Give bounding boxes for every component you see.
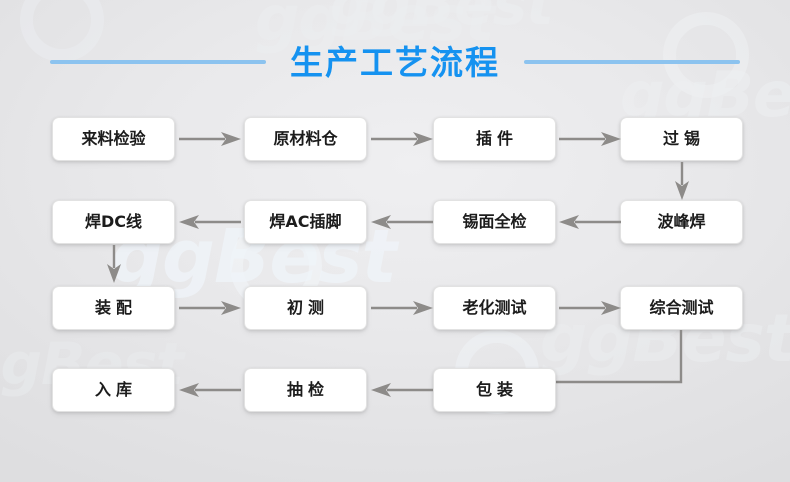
arrow-left-icon bbox=[177, 381, 245, 399]
arrow-down-icon bbox=[673, 161, 691, 201]
flow-node-sampling-inspection[interactable]: 抽检 bbox=[244, 368, 367, 412]
flow-node-label: 焊DC线 bbox=[84, 212, 143, 231]
flow-node-label: 老化测试 bbox=[462, 298, 527, 317]
flow-node-label: 波峰焊 bbox=[657, 212, 706, 231]
arrow-right-icon bbox=[557, 299, 625, 317]
title-rule-left bbox=[50, 60, 266, 64]
flow-node-label: 锡面全检 bbox=[462, 212, 527, 231]
flow-node-raw-material-warehouse[interactable]: 原材料仓 bbox=[244, 117, 367, 161]
arrow-right-icon bbox=[369, 130, 437, 148]
arrow-left-icon bbox=[369, 213, 437, 231]
flow-node-label: 包装 bbox=[475, 380, 518, 399]
arrow-left-icon bbox=[557, 213, 625, 231]
flow-node-label: 综合测试 bbox=[649, 298, 714, 317]
flow-node-label: 来料检验 bbox=[81, 129, 146, 148]
flow-node-label: 焊AC插脚 bbox=[269, 212, 342, 231]
flow-node-label: 抽检 bbox=[286, 380, 329, 399]
flow-node-label: 入库 bbox=[94, 380, 137, 399]
flow-node-label: 过锡 bbox=[662, 129, 705, 148]
flow-node-label: 插件 bbox=[475, 129, 518, 148]
flow-node-label: 原材料仓 bbox=[273, 129, 338, 148]
page-title: 生产工艺流程 bbox=[290, 42, 500, 82]
arrow-down-icon bbox=[105, 244, 123, 284]
flow-node-packaging[interactable]: 包装 bbox=[433, 368, 556, 412]
flow-node-dc-wire-soldering[interactable]: 焊DC线 bbox=[52, 200, 175, 244]
arrow-right-icon bbox=[177, 130, 245, 148]
page-title-row: 生产工艺流程 bbox=[0, 34, 790, 90]
flow-node-ac-pin-soldering[interactable]: 焊AC插脚 bbox=[244, 200, 367, 244]
flow-node-incoming-inspection[interactable]: 来料检验 bbox=[52, 117, 175, 161]
flow-node-assembly[interactable]: 装配 bbox=[52, 286, 175, 330]
flow-node-insertion[interactable]: 插件 bbox=[433, 117, 556, 161]
arrow-left-icon bbox=[177, 213, 245, 231]
flow-node-label: 初测 bbox=[286, 298, 329, 317]
flow-node-solder-surface-inspection[interactable]: 锡面全检 bbox=[433, 200, 556, 244]
flow-node-tinning[interactable]: 过锡 bbox=[620, 117, 743, 161]
flow-node-label: 装配 bbox=[94, 298, 137, 317]
title-rule-right bbox=[524, 60, 740, 64]
arrow-right-icon bbox=[369, 299, 437, 317]
flow-node-initial-test[interactable]: 初测 bbox=[244, 286, 367, 330]
flow-node-comprehensive-test[interactable]: 综合测试 bbox=[620, 286, 743, 330]
flow-node-wave-soldering[interactable]: 波峰焊 bbox=[620, 200, 743, 244]
flow-node-warehousing[interactable]: 入库 bbox=[52, 368, 175, 412]
flow-node-aging-test[interactable]: 老化测试 bbox=[433, 286, 556, 330]
arrow-left-icon bbox=[369, 381, 437, 399]
arrow-right-icon bbox=[177, 299, 245, 317]
arrow-right-icon bbox=[557, 130, 625, 148]
